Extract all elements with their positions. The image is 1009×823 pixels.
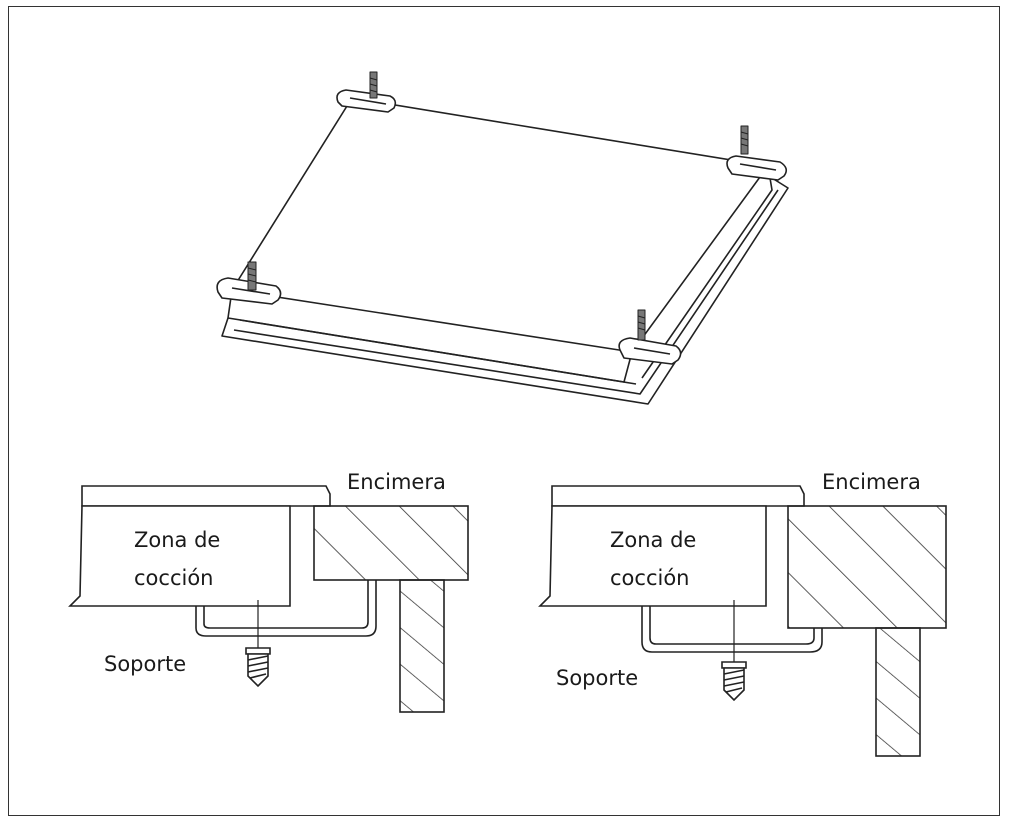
right-bracket: [641, 606, 823, 653]
bracket-front-right: [618, 337, 682, 365]
screw-icon: [245, 647, 271, 688]
hob-base: [221, 177, 789, 405]
cooking-zone-label-left-line1: Zona de: [134, 528, 221, 552]
hob-top-plate: [231, 97, 769, 353]
left-glass: [81, 485, 331, 507]
bracket-back-left: [336, 89, 397, 113]
screw-icon: [740, 125, 749, 155]
right-cross-section: [538, 485, 947, 757]
cooking-zone-label-left-line2: cocción: [134, 566, 214, 590]
bracket-back-right: [726, 155, 788, 181]
bracket-front-left: [216, 277, 282, 305]
left-countertop: [313, 505, 469, 581]
right-cooking-body: [538, 505, 767, 607]
countertop-label-left: Encimera: [347, 470, 446, 494]
countertop-label-right: Encimera: [822, 470, 921, 494]
right-countertop: [787, 505, 947, 629]
screw-icon: [369, 71, 378, 99]
bracket-label-left: Soporte: [104, 652, 187, 676]
cooking-zone-label-right-line1: Zona de: [610, 528, 697, 552]
left-cross-section: [68, 485, 469, 713]
hob-perspective-view: [216, 71, 789, 405]
screw-icon: [637, 309, 646, 341]
screw-icon: [247, 261, 257, 291]
left-bracket: [195, 580, 377, 637]
left-cabinet-panel: [399, 579, 445, 713]
screw-icon: [721, 661, 747, 702]
right-glass: [551, 485, 805, 507]
right-cabinet-panel: [875, 627, 921, 757]
cooking-zone-label-right-line2: cocción: [610, 566, 690, 590]
left-cooking-body: [68, 505, 291, 607]
bracket-label-right: Soporte: [556, 666, 639, 690]
